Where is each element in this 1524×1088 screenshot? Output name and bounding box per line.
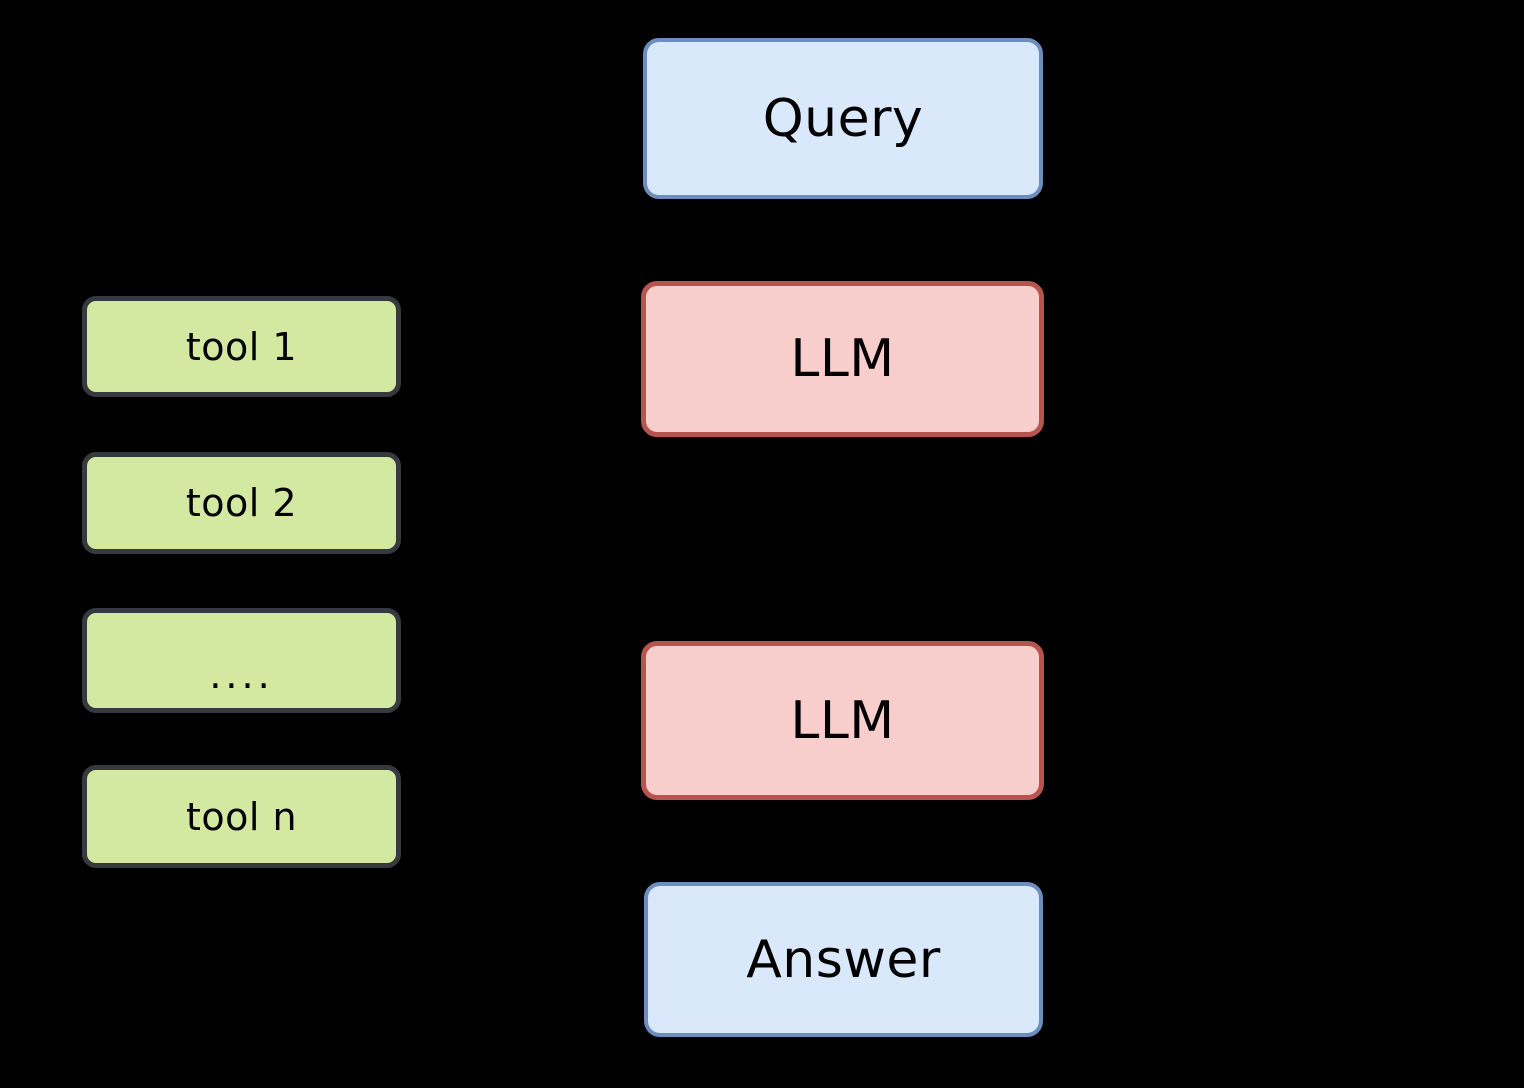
node-llm-first-label: LLM [790,329,895,389]
node-llm-second-label: LLM [790,690,895,751]
node-tool-1-label: tool 1 [185,324,298,369]
node-answer-label: Answer [746,929,941,990]
node-tool-n[interactable]: tool n [82,765,401,868]
node-tool-ellipsis-label: .... [209,652,274,697]
node-tool-1[interactable]: tool 1 [82,296,401,397]
node-tool-2-label: tool 2 [185,481,298,525]
node-answer[interactable]: Answer [644,882,1043,1037]
node-tool-ellipsis[interactable]: .... [82,608,401,713]
node-query[interactable]: Query [643,38,1043,199]
node-query-label: Query [762,88,924,149]
node-llm-second[interactable]: LLM [641,641,1044,800]
node-tool-n-label: tool n [185,794,298,839]
node-llm-first[interactable]: LLM [641,281,1044,437]
node-tool-2[interactable]: tool 2 [82,452,401,554]
